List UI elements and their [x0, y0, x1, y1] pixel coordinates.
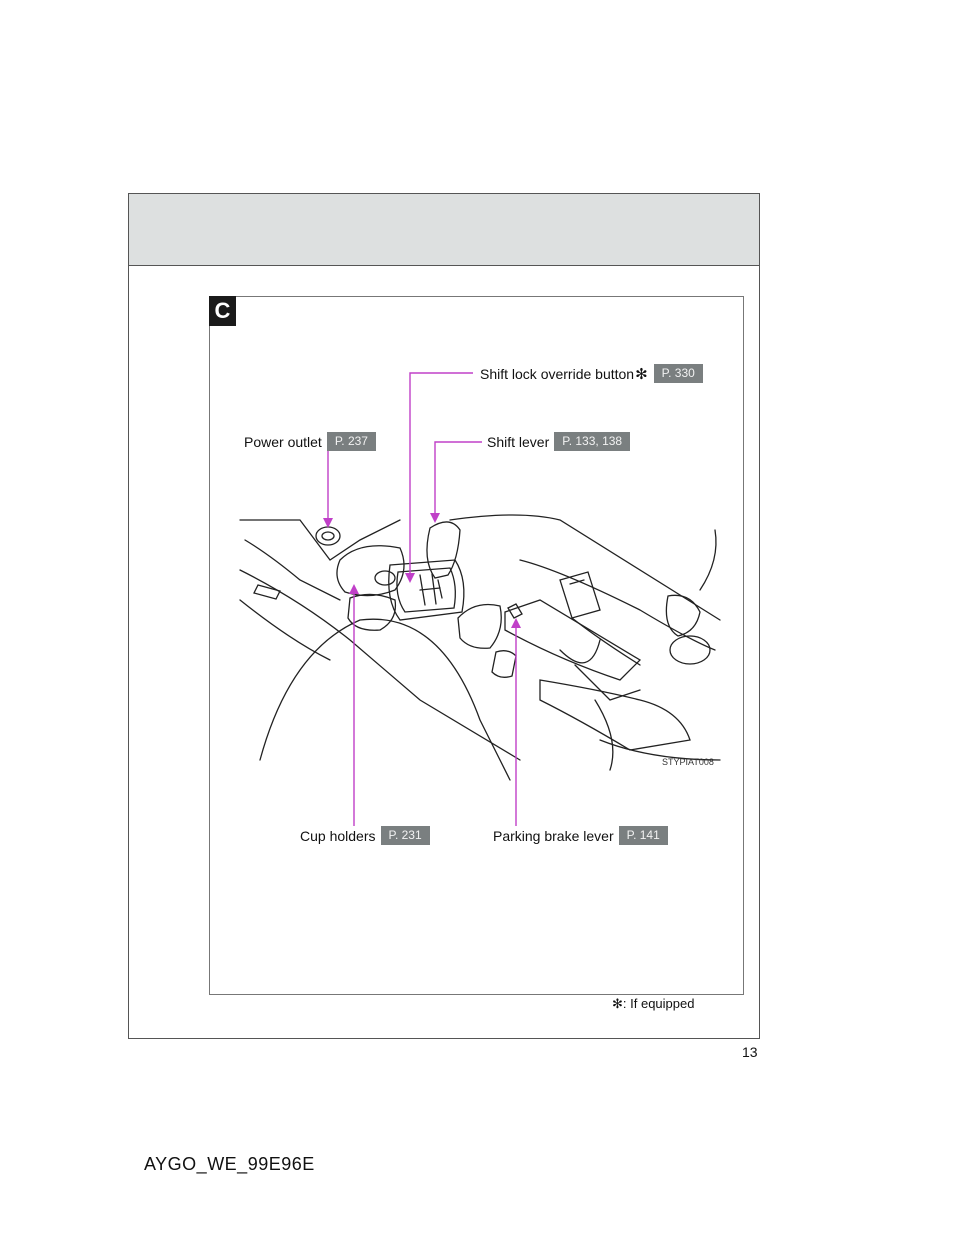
leader-arrowheads [323, 513, 521, 628]
callout-cup-holders: Cup holders P. 231 [300, 826, 430, 845]
console-drawing [239, 514, 721, 781]
leader-shift-lock [409, 372, 473, 575]
header-band [129, 194, 759, 266]
footnote: ✻: If equipped [612, 996, 694, 1012]
callout-shift-lever: Shift lever P. 133, 138 [487, 432, 631, 451]
shift-lever-page-ref: P. 133, 138 [554, 432, 631, 451]
page-number: 13 [742, 1044, 758, 1060]
shift-lock-label: Shift lock override button [480, 365, 635, 382]
power-outlet-label: Power outlet [244, 433, 322, 450]
document-code: AYGO_WE_99E96E [144, 1154, 315, 1174]
cup-holders-page-ref: P. 231 [380, 826, 430, 845]
section-tab: C [209, 296, 236, 326]
leader-lines [327, 372, 517, 826]
figure-code: STYPIAT008 [662, 757, 714, 767]
leader-shift-lever [434, 441, 482, 515]
page-frame [128, 193, 760, 1039]
footnote-text: : If equipped [622, 996, 695, 1011]
if-equipped-mark: ✻ [635, 365, 648, 383]
callout-parking-brake: Parking brake lever P. 141 [493, 826, 668, 845]
shift-lever-label: Shift lever [487, 433, 550, 450]
power-outlet-page-ref: P. 237 [326, 432, 376, 451]
footnote-mark: ✻ [612, 996, 623, 1011]
cup-holders-label: Cup holders [300, 827, 376, 844]
callout-shift-lock: Shift lock override button ✻ P. 330 [480, 364, 703, 383]
shift-lock-page-ref: P. 330 [653, 364, 703, 383]
parking-brake-page-ref: P. 141 [618, 826, 668, 845]
figure-box [209, 296, 744, 995]
callout-power-outlet: Power outlet P. 237 [244, 432, 376, 451]
parking-brake-label: Parking brake lever [493, 827, 614, 844]
